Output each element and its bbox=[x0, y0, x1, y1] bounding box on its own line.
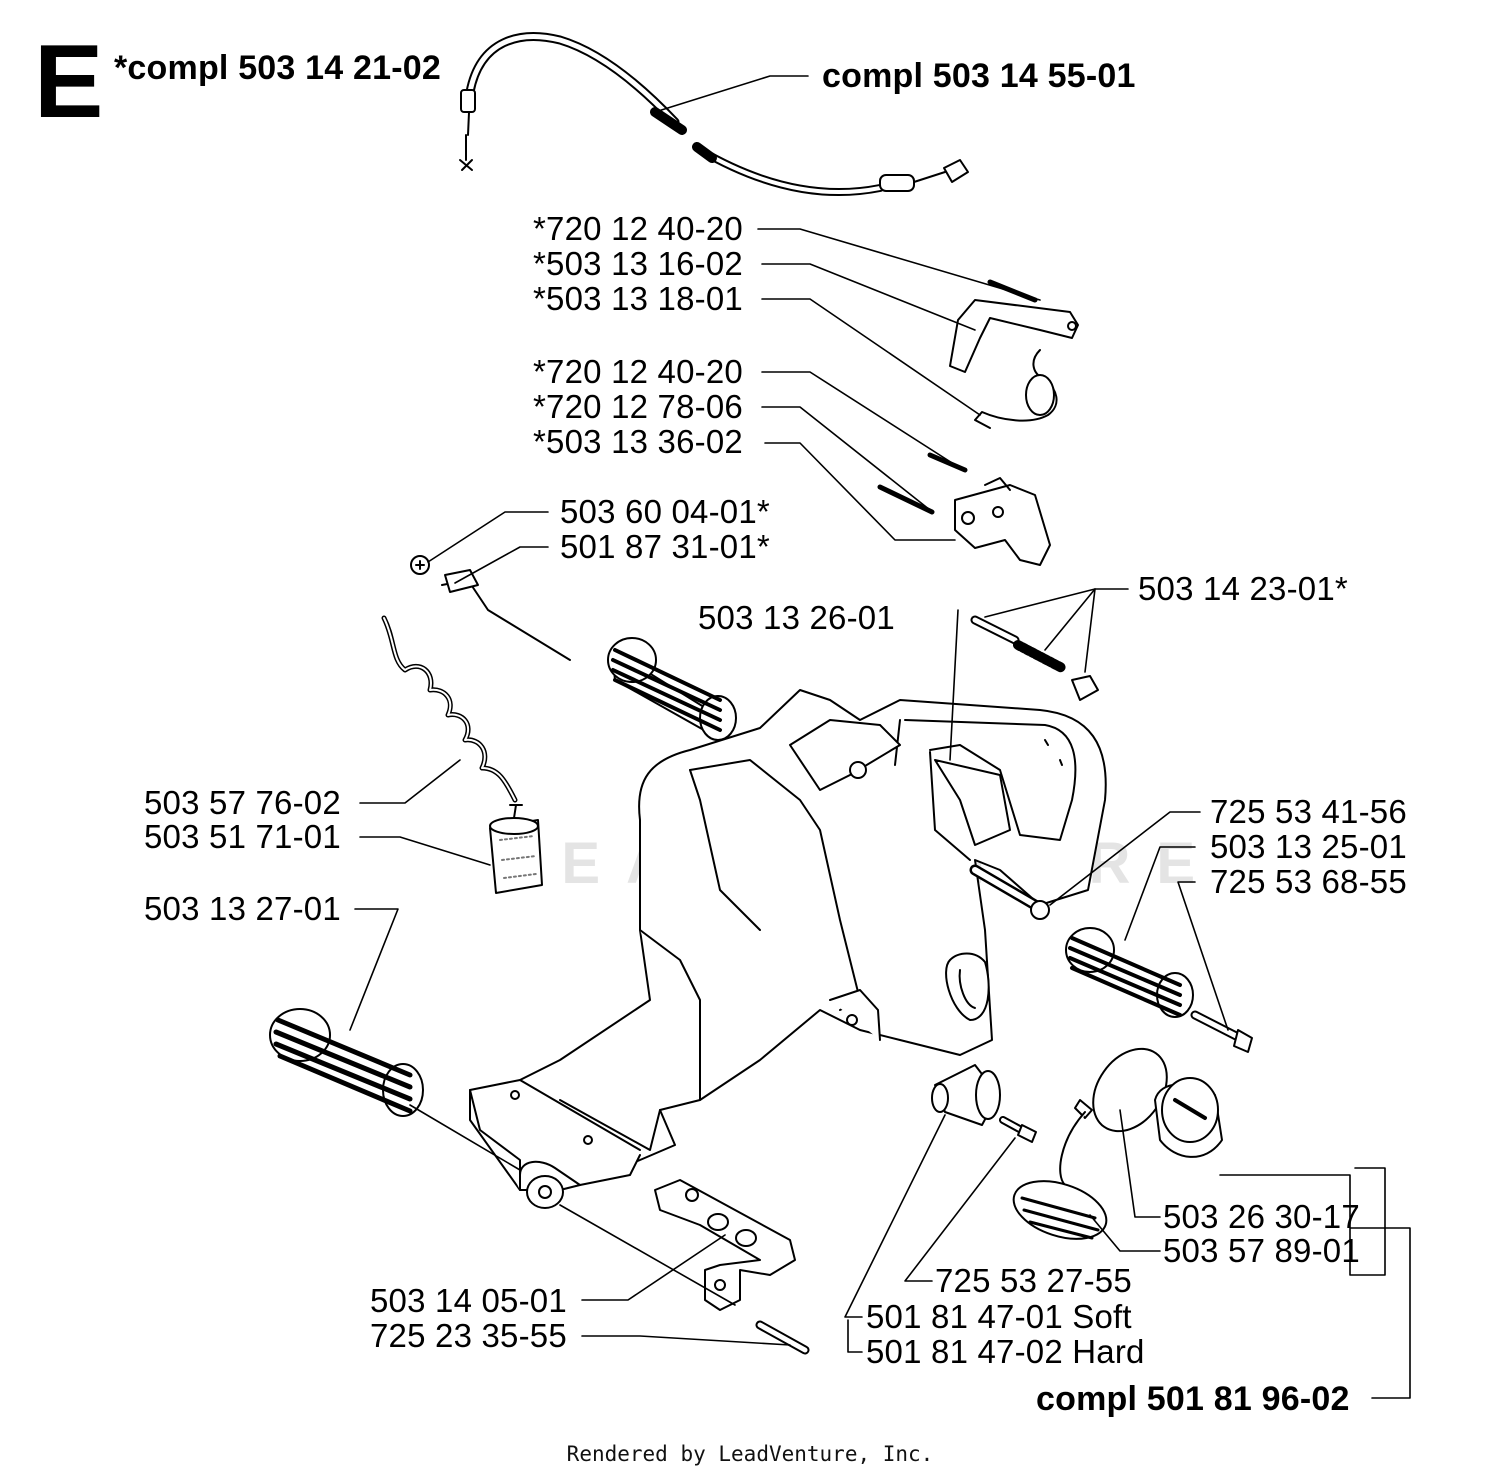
part-label-725536855: 725 53 68-55 bbox=[1210, 863, 1407, 900]
part-label-501814702-hard: 501 81 47-02 Hard bbox=[866, 1333, 1145, 1370]
part-label-725532755: 725 53 27-55 bbox=[935, 1262, 1132, 1299]
leader-lines bbox=[349, 75, 1411, 1399]
part-label-720127806: *720 12 78-06 bbox=[533, 388, 743, 425]
part-label-compl-503142102: *compl 503 14 21-02 bbox=[114, 49, 441, 87]
tank-cap bbox=[1012, 1047, 1223, 1240]
rubber-buffer-right bbox=[1065, 927, 1194, 1018]
part-label-503131801: *503 13 18-01 bbox=[533, 280, 743, 317]
throttle-trigger bbox=[877, 279, 1079, 566]
part-label-501814701-soft: 501 81 47-01 Soft bbox=[866, 1298, 1132, 1335]
part-label-503600401: 503 60 04-01* bbox=[560, 493, 770, 530]
part-label-503263017: 503 26 30-17 bbox=[1163, 1198, 1360, 1235]
throttle-cable bbox=[459, 32, 969, 197]
part-label-720124020-b: *720 12 40-20 bbox=[533, 353, 743, 390]
part-label-compl-501819602: compl 501 81 96-02 bbox=[1036, 1380, 1350, 1418]
rubber-buffer-top bbox=[607, 637, 737, 741]
rubber-buffer-left bbox=[269, 1008, 424, 1117]
part-label-501873101: 501 87 31-01* bbox=[560, 528, 770, 565]
handle-housing bbox=[469, 689, 1107, 1209]
part-label-503578901: 503 57 89-01 bbox=[1163, 1232, 1360, 1269]
part-label-725534156: 725 53 41-56 bbox=[1210, 793, 1407, 830]
part-label-720124020-a: *720 12 40-20 bbox=[533, 210, 743, 247]
part-label-725233555: 725 23 35-55 bbox=[370, 1317, 567, 1354]
part-label-503132601: 503 13 26-01 bbox=[698, 599, 895, 636]
part-label-compl-503145501: compl 503 14 55-01 bbox=[822, 57, 1136, 95]
bolts bbox=[755, 615, 1253, 1355]
part-label-503132501: 503 13 25-01 bbox=[1210, 828, 1407, 865]
part-label-503132701: 503 13 27-01 bbox=[144, 890, 341, 927]
footer-credit: Rendered by LeadVenture, Inc. bbox=[566, 1442, 934, 1466]
fuel-filter-hose bbox=[381, 555, 571, 894]
part-label-503131602: *503 13 16-02 bbox=[533, 245, 743, 282]
part-label-503517101: 503 51 71-01 bbox=[144, 818, 341, 855]
part-label-503577602: 503 57 76-02 bbox=[144, 784, 341, 821]
av-element bbox=[931, 1064, 1001, 1126]
part-label-503133602: *503 13 36-02 bbox=[533, 423, 743, 460]
section-letter: E bbox=[34, 24, 104, 140]
mounting-plate bbox=[654, 1179, 796, 1311]
part-label-503140501: 503 14 05-01 bbox=[370, 1282, 567, 1319]
part-label-503142301: 503 14 23-01* bbox=[1138, 570, 1348, 607]
